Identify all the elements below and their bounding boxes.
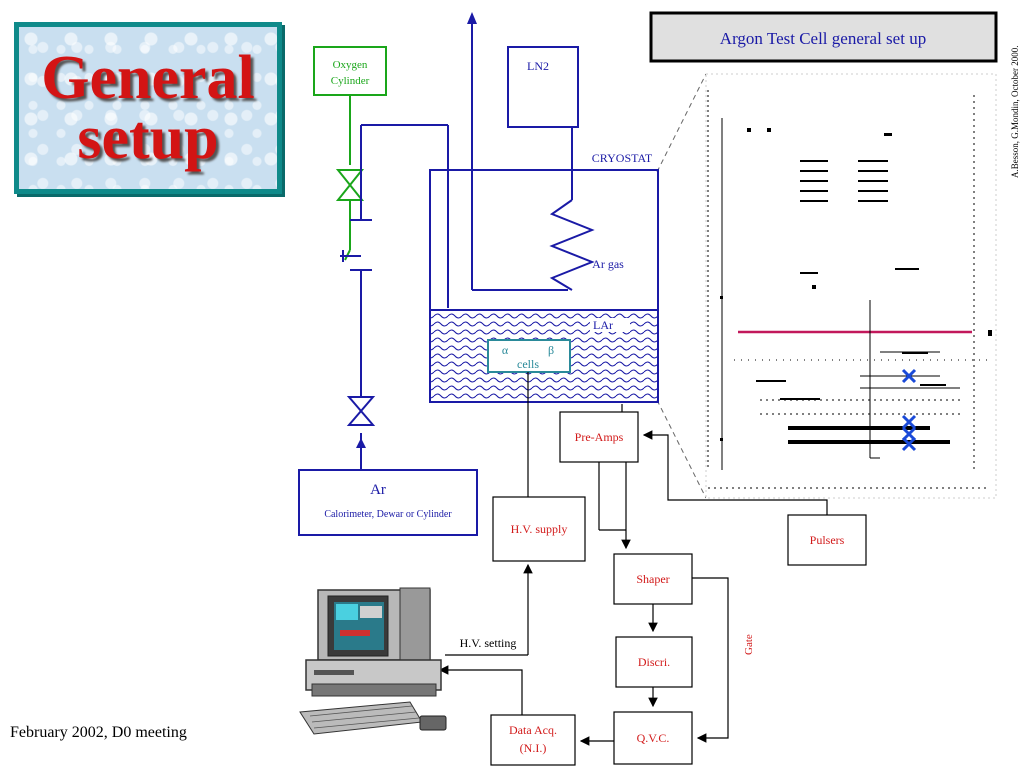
cell-detail-panel: [705, 73, 997, 499]
cryostat: CRYOSTAT Ar gas LAr α β cells: [429, 151, 659, 403]
gate-label: Gate: [743, 634, 755, 655]
cells-box: [487, 339, 571, 373]
cells-label: cells: [517, 357, 539, 371]
cross-markers: [901, 368, 917, 452]
heat-exchanger-coil-icon: [549, 199, 595, 291]
discri-box: [615, 636, 693, 688]
oxygen-label-1: Oxygen: [333, 59, 368, 71]
mouse-icon: [419, 715, 447, 731]
pulsers-label: Pulsers: [810, 533, 845, 547]
argas-label: Ar gas: [592, 257, 624, 271]
ar-sub-label: Calorimeter, Dewar or Cylinder: [324, 509, 452, 520]
lar-label: LAr: [593, 318, 613, 332]
argon-banner: Argon Test Cell general set up: [649, 11, 998, 63]
computer-icon: [299, 587, 447, 735]
zoom-line-bottom: [656, 399, 707, 499]
beta-label: β: [548, 343, 554, 357]
data-acq-label-2: (N.I.): [520, 741, 547, 755]
footer-text: February 2002, D0 meeting: [10, 724, 187, 741]
oxygen-cylinder: Oxygen Cylinder: [313, 46, 387, 261]
alpha-label: α: [502, 343, 509, 357]
qvc-box: [613, 711, 693, 765]
hv-setting-label: H.V. setting: [460, 636, 517, 650]
title-box: General setup: [14, 22, 282, 194]
hv-supply-label: H.V. supply: [511, 522, 568, 536]
preamps-box: [559, 411, 639, 463]
title-line-1: General: [41, 44, 255, 112]
oxygen-label-2: Cylinder: [331, 75, 370, 87]
discri-label: Discri.: [638, 655, 670, 669]
zoom-line-top: [656, 73, 707, 173]
hv-supply-box: [492, 496, 586, 562]
exhaust-arrow-icon: [467, 12, 477, 24]
cryostat-label: CRYOSTAT: [592, 151, 653, 165]
ar-valve-icon: [346, 396, 376, 426]
ln2-label: LN2: [527, 59, 549, 73]
qvc-label: Q.V.C.: [637, 731, 670, 745]
data-acq-box: [490, 714, 576, 766]
title-line-2: setup: [77, 104, 219, 172]
preamps-label: Pre-Amps: [575, 430, 624, 444]
ar-source-box: Ar Calorimeter, Dewar or Cylinder: [298, 469, 478, 536]
shaper-label: Shaper: [636, 572, 669, 586]
ar-label: Ar: [370, 482, 386, 498]
data-acq-label-1: Data Acq.: [509, 723, 557, 737]
pulsers-box: [787, 514, 867, 566]
ar-supply-line: [340, 124, 449, 470]
oxygen-valve-icon: [335, 169, 365, 201]
argon-banner-text: Argon Test Cell general set up: [720, 29, 926, 48]
exhaust-line: [467, 12, 568, 291]
author-note: A.Besson, G.Mondin, October 2000.: [1010, 46, 1020, 179]
ln2-dewar: LN2: [507, 46, 579, 200]
